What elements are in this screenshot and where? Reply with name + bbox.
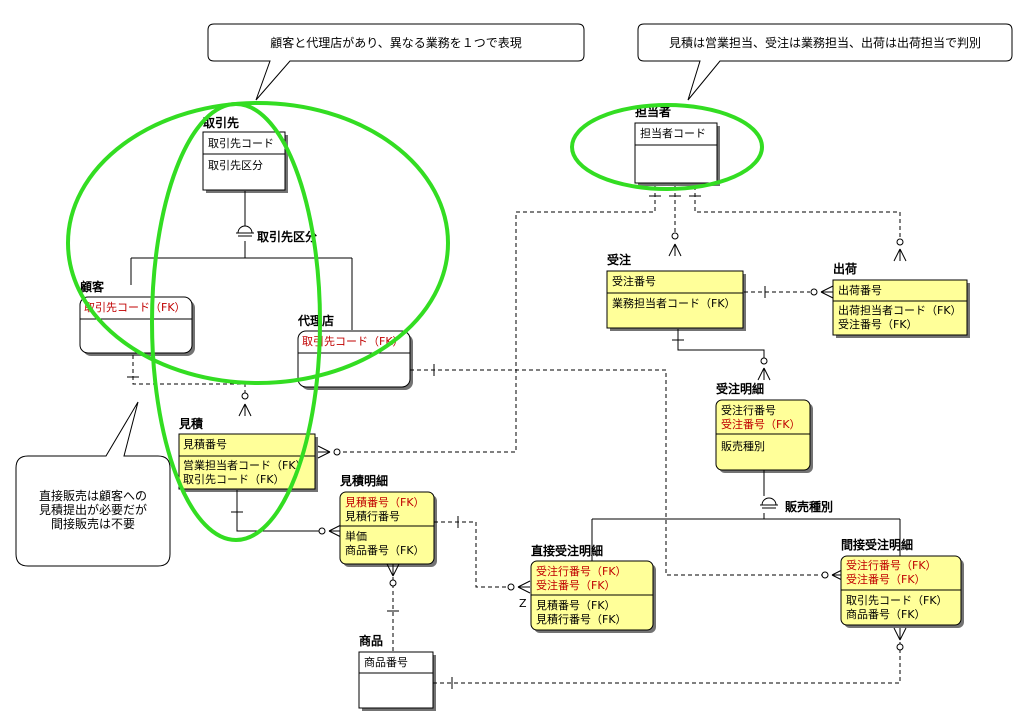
svg-text:受注番号（FK）: 受注番号（FK） xyxy=(846,572,926,586)
svg-text:単価: 単価 xyxy=(345,529,367,543)
note-top-right-text: 見積は営業担当、受注は業務担当、出荷は出荷担当で判別 xyxy=(669,35,981,50)
svg-text:取引先コード（FK）: 取引先コード（FK） xyxy=(183,472,285,486)
highlight-ellipse-tall xyxy=(150,102,322,542)
entity-title: 商品 xyxy=(359,633,383,648)
rel-shohin-kansetsu xyxy=(433,632,901,684)
entity-title: 受注明細 xyxy=(716,381,764,396)
highlight-ellipse-tantousha xyxy=(570,103,764,191)
entity-shukka[interactable]: 出荷 出荷番号 出荷担当者コード（FK） 受注番号（FK） xyxy=(832,261,970,338)
entity-title: 見積明細 xyxy=(339,473,388,488)
entity-title: 取引先 xyxy=(203,115,239,130)
svg-text:見積番号（FK）: 見積番号（FK） xyxy=(345,495,425,509)
note-top-right: 見積は営業担当、受注は業務担当、出荷は出荷担当で判別 xyxy=(637,23,1013,101)
entity-kansetsu-juchu-meisai[interactable]: 間接受注明細 受注行番号（FK） 受注番号（FK） 取引先コード（FK） 商品番… xyxy=(840,537,964,628)
svg-text:出荷担当者コード（FK）: 出荷担当者コード（FK） xyxy=(838,303,962,317)
note-bottom-left-line3: 間接販売は不要 xyxy=(51,516,135,531)
entity-title: 間接受注明細 xyxy=(841,537,913,552)
svg-text:営業担当者コード（FK）: 営業担当者コード（FK） xyxy=(183,458,307,472)
svg-text:受注行番号（FK）: 受注行番号（FK） xyxy=(536,564,627,578)
note-top-left-text: 顧客と代理店があり、異なる業務を１つで表現 xyxy=(270,35,522,50)
svg-text:商品番号: 商品番号 xyxy=(364,655,408,669)
note-top-left: 顧客と代理店があり、異なる業務を１つで表現 xyxy=(207,23,585,101)
entity-mitsumori-meisai[interactable]: 見積明細 見積番号（FK） 見積行番号 単価 商品番号（FK） xyxy=(339,473,437,567)
entity-mitsumori[interactable]: 見積 見積番号 営業担当者コード（FK） 取引先コード（FK） xyxy=(178,416,318,492)
subtype-label-hanbai-shubetsu: 販売種別 xyxy=(785,499,833,514)
svg-text:取引先コード（FK）: 取引先コード（FK） xyxy=(84,300,186,314)
entity-title: 見積 xyxy=(178,416,204,431)
svg-text:取引先コード（FK）: 取引先コード（FK） xyxy=(846,593,948,607)
crowfoot-mitsumori-top xyxy=(238,403,252,417)
entity-juchu[interactable]: 受注 受注番号 業務担当者コード（FK） xyxy=(606,252,746,331)
entity-juchu-meisai[interactable]: 受注明細 受注行番号 受注番号（FK） 販売種別 xyxy=(715,381,813,473)
note-bottom-left-line2: 見積提出が必要だが xyxy=(39,502,147,517)
relationship-lines xyxy=(127,186,901,689)
svg-text:見積番号: 見積番号 xyxy=(183,437,227,451)
svg-text:販売種別: 販売種別 xyxy=(721,439,765,453)
svg-text:見積番号（FK）: 見積番号（FK） xyxy=(536,598,616,612)
entity-title: 直接受注明細 xyxy=(531,543,603,558)
svg-text:受注番号（FK）: 受注番号（FK） xyxy=(536,578,616,592)
rel-mitsumorimeisai-chokusetsu xyxy=(434,521,508,588)
svg-text:受注番号: 受注番号 xyxy=(612,274,656,288)
cardinality-z-label: Z xyxy=(519,597,527,610)
rel-juchu-juchumeisai xyxy=(677,329,765,358)
svg-text:受注行番号: 受注行番号 xyxy=(721,403,776,417)
entity-shohin[interactable]: 商品 商品番号 xyxy=(358,633,436,711)
svg-text:商品番号（FK）: 商品番号（FK） xyxy=(846,607,926,621)
note-bottom-left-line1: 直接販売は顧客への xyxy=(39,488,147,503)
entity-title: 顧客 xyxy=(80,279,105,294)
note-bottom-left: 直接販売は顧客への 見積提出が必要だが 間接販売は不要 xyxy=(15,401,171,567)
subtype-symbol-torihikisaki: 取引先区分 xyxy=(236,225,317,244)
svg-text:出荷番号: 出荷番号 xyxy=(838,283,882,297)
highlight-ellipses xyxy=(66,101,764,542)
subtype-symbol-hanbai: 販売種別 xyxy=(760,497,833,514)
svg-text:見積行番号: 見積行番号 xyxy=(345,509,400,523)
svg-text:取引先区分: 取引先区分 xyxy=(208,158,263,172)
highlight-ellipse-large xyxy=(66,101,450,385)
entity-kokyaku[interactable]: 顧客 取引先コード（FK） xyxy=(79,279,195,356)
rel-dairiten-kansetsu xyxy=(410,369,822,576)
rel-mitsumori-mitsumorimeisai xyxy=(236,490,319,532)
entity-tantousha[interactable]: 担当者 担当者コード xyxy=(634,104,720,186)
svg-text:担当者コード: 担当者コード xyxy=(640,126,706,140)
entity-title: 受注 xyxy=(607,252,631,267)
entity-title: 出荷 xyxy=(833,261,857,276)
rel-tantousha-shukka xyxy=(694,186,901,238)
svg-text:取引先コード（FK）: 取引先コード（FK） xyxy=(302,334,404,348)
svg-text:取引先コード: 取引先コード xyxy=(208,136,274,150)
rel-tantousha-mitsumori xyxy=(341,186,656,453)
svg-text:受注番号（FK）: 受注番号（FK） xyxy=(721,417,801,431)
entity-chokusetsu-juchu-meisai[interactable]: 直接受注明細 受注行番号（FK） 受注番号（FK） 見積番号（FK） 見積行番号… xyxy=(530,543,656,633)
svg-text:業務担当者コード（FK）: 業務担当者コード（FK） xyxy=(612,296,736,310)
svg-text:商品番号（FK）: 商品番号（FK） xyxy=(345,543,425,557)
entity-torihikisaki[interactable]: 取引先 取引先コード 取引先区分 xyxy=(202,115,288,193)
svg-text:受注番号（FK）: 受注番号（FK） xyxy=(838,317,918,331)
entity-title: 代理店 xyxy=(297,313,334,328)
svg-text:見積行番号（FK）: 見積行番号（FK） xyxy=(536,612,627,626)
svg-text:受注行番号（FK）: 受注行番号（FK） xyxy=(846,558,937,572)
rel-kokyaku-mitsumori xyxy=(132,355,246,396)
subtype-label-torihikisaki-kubun: 取引先区分 xyxy=(257,229,317,244)
